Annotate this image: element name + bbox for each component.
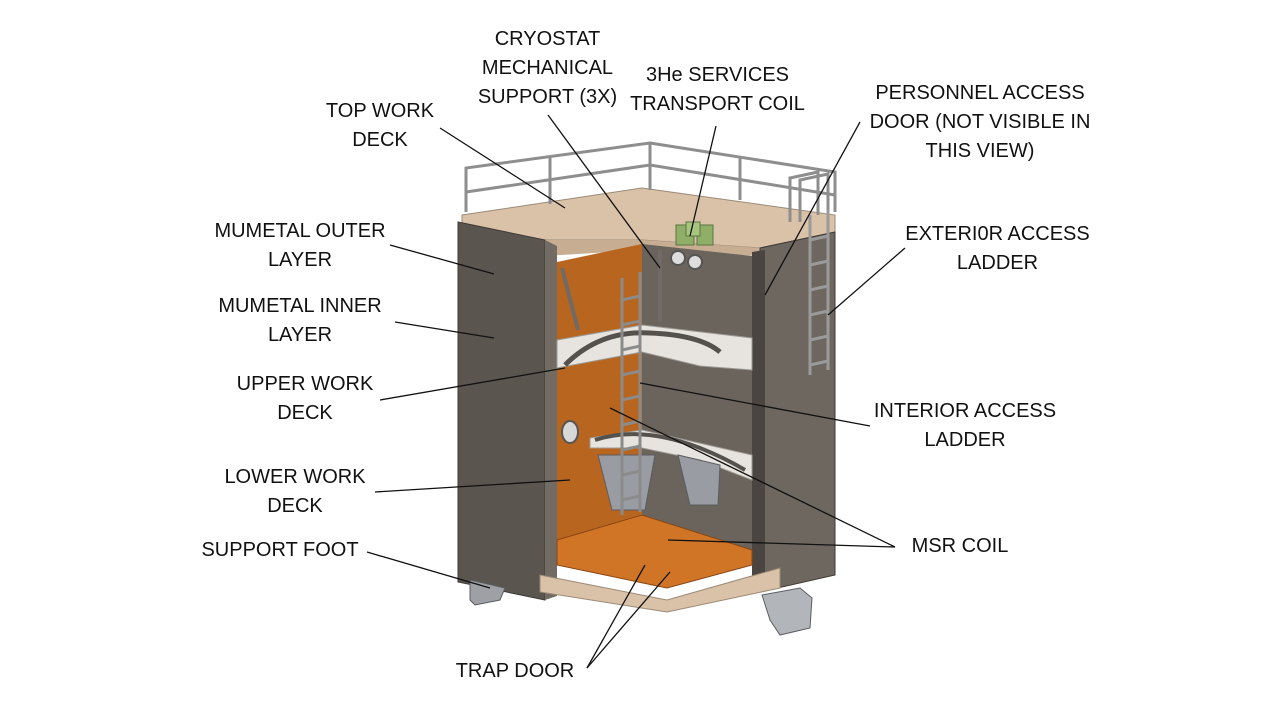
upper-deck-ring xyxy=(563,330,722,367)
mumetal-outer-layer-left xyxy=(457,221,546,601)
label-support-foot: SUPPORT FOOT xyxy=(201,539,359,561)
interior-back-wall-right xyxy=(642,244,752,550)
label-mumetal-outer: MUMETAL OUTER LAYER xyxy=(214,220,386,271)
msr-coil-panel-right xyxy=(677,454,721,506)
label-personnel-door: PERSONNEL ACCESS DOOR (NOT VISIBLE IN TH… xyxy=(869,82,1091,162)
label-cryostat-support: CRYOSTAT MECHANICAL SUPPORT (3X) xyxy=(477,28,618,108)
label-msr-coil: MSR COIL xyxy=(911,535,1009,557)
service-port-2 xyxy=(687,254,703,270)
label-lower-work-deck: LOWER WORK DECK xyxy=(224,466,366,517)
label-trap-door: TRAP DOOR xyxy=(455,660,575,682)
label-interior-ladder: INTERIOR ACCESS LADDER xyxy=(873,400,1057,451)
wall-port-left xyxy=(561,420,579,444)
service-port-1 xyxy=(670,250,686,266)
guard-railing xyxy=(464,141,837,222)
label-exterior-ladder: EXTERI0R ACCESS LADDER xyxy=(905,223,1090,274)
support-foot-right xyxy=(761,587,813,636)
exterior-access-ladder xyxy=(808,210,830,375)
lower-deck-ring xyxy=(594,432,747,472)
label-upper-work-deck: UPPER WORK DECK xyxy=(236,373,374,424)
base-plinth xyxy=(539,567,781,613)
label-top-work-deck: TOP WORK DECK xyxy=(325,100,435,151)
mumetal-inner-layer-left xyxy=(545,240,557,600)
label-he3-services: 3He SERVICES TRANSPORT COIL xyxy=(630,64,805,115)
callout-lines xyxy=(366,114,906,669)
he3-services-transport-coil xyxy=(675,221,714,246)
inner-wall-right-edge xyxy=(752,250,765,594)
lower-work-deck xyxy=(589,429,753,481)
interior-access-ladder xyxy=(620,272,642,515)
support-foot-left xyxy=(469,579,506,606)
copper-floor xyxy=(556,514,753,589)
label-mumetal-inner: MUMETAL INNER LAYER xyxy=(218,295,382,346)
cryostat-mechanical-support xyxy=(560,250,662,331)
